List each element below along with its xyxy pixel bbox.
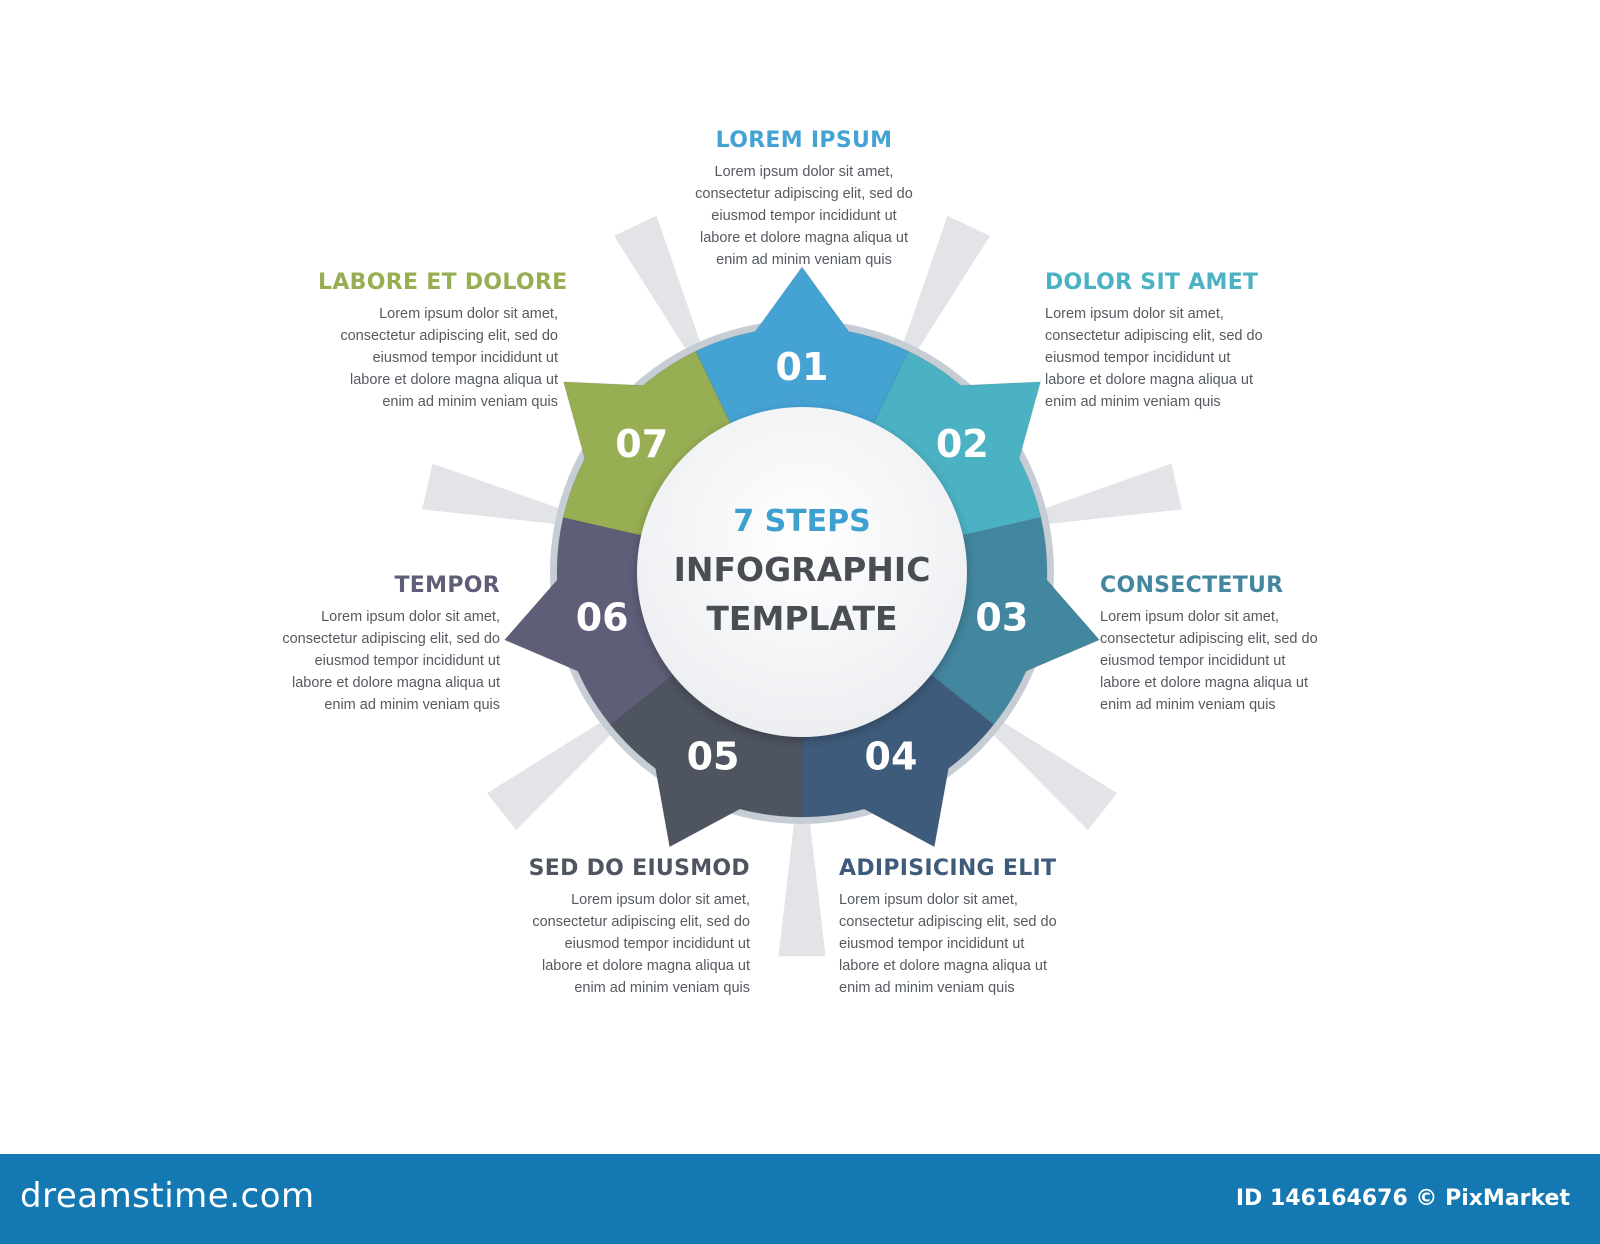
step-number-05: 05 [687,735,740,779]
step-03-block: CONSECTETUR Lorem ipsum dolor sit amet, … [1100,573,1340,716]
step-03-body: Lorem ipsum dolor sit amet, consectetur … [1100,609,1318,713]
step-number-07: 07 [615,422,668,466]
step-07-block: LABORE ET DOLORE Lorem ipsum dolor sit a… [318,270,568,413]
step-04-title: ADIPISICING ELIT [839,856,1057,881]
center-title-line1: INFOGRAPHIC [674,550,931,589]
center-steps-label: 7 STEPS [733,504,870,539]
step-06-body: Lorem ipsum dolor sit amet, consectetur … [282,609,500,713]
step-01-title: LOREM IPSUM [715,128,893,153]
step-number-01: 01 [776,345,829,389]
divider-shadow-7 [614,215,706,364]
step-07-body: Lorem ipsum dolor sit amet, consectetur … [340,306,558,410]
step-06-block: TEMPOR Lorem ipsum dolor sit amet, conse… [260,573,500,716]
divider-shadow-6 [422,463,575,526]
step-01-body: Lorem ipsum dolor sit amet, consectetur … [695,164,913,268]
divider-shadow-2 [1029,463,1182,526]
center-circle [637,407,967,737]
stock-id-label: ID 146164676 © PixMarket [1235,1186,1570,1211]
step-number-06: 06 [576,596,629,640]
divider-shadow-3 [981,713,1118,830]
step-03-title: CONSECTETUR [1100,573,1284,598]
step-number-04: 04 [865,735,918,779]
center-title-line2: TEMPLATE [706,599,897,638]
step-04-block: ADIPISICING ELIT Lorem ipsum dolor sit a… [839,856,1079,999]
step-04-body: Lorem ipsum dolor sit amet, consectetur … [839,892,1057,996]
step-07-title: LABORE ET DOLORE [318,270,568,295]
divider-shadow-5 [486,713,623,830]
step-02-body: Lorem ipsum dolor sit amet, consectetur … [1045,306,1263,410]
step-02-block: DOLOR SIT AMET Lorem ipsum dolor sit ame… [1045,270,1285,413]
step-06-title: TEMPOR [394,573,500,598]
divider-shadows [422,215,1182,957]
step-05-body: Lorem ipsum dolor sit amet, consectetur … [532,892,750,996]
step-05-block: SED DO EIUSMOD Lorem ipsum dolor sit ame… [510,856,750,999]
step-number-02: 02 [936,422,989,466]
brand-text: dreamstime.com [20,1176,315,1216]
step-01-block: LOREM IPSUM Lorem ipsum dolor sit amet, … [688,128,920,271]
step-number-03: 03 [975,596,1028,640]
step-02-title: DOLOR SIT AMET [1045,270,1259,295]
divider-shadow-1 [898,215,990,364]
step-05-title: SED DO EIUSMOD [528,856,750,881]
brand-logo[interactable]: dreamstime.com [20,1176,315,1216]
divider-shadow-4 [778,806,826,957]
footer-bar: dreamstime.com ID 146164676 © PixMarket [0,1154,1600,1244]
